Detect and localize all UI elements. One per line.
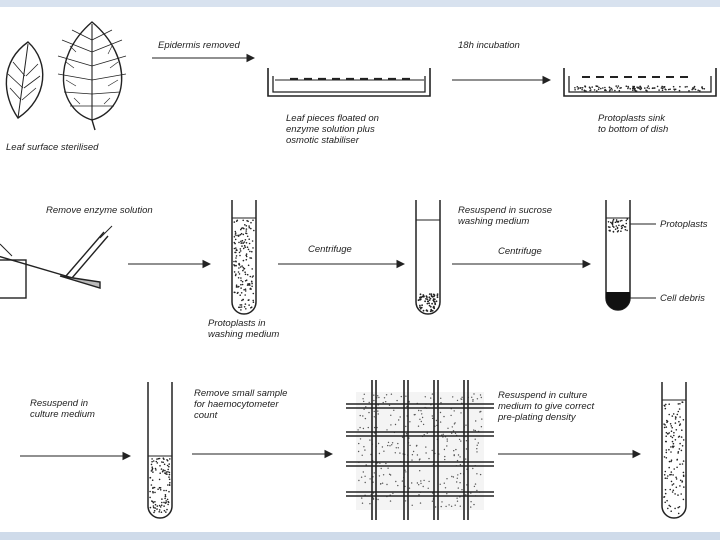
label-incubation: 18h incubation <box>458 40 520 51</box>
small-leaf <box>5 41 44 119</box>
pipette-tilted-dish <box>0 225 113 299</box>
label-centrifuge-1: Centrifuge <box>308 244 352 255</box>
label-resuspend-sucrose-2: washing medium <box>458 216 530 227</box>
label-resuspend-density-1: Resuspend in culture <box>498 390 588 401</box>
label-protoplasts: Protoplasts <box>660 219 708 230</box>
label-protoplasts-sink-1: Protoplasts sink <box>598 113 666 124</box>
label-remove-sample-1: Remove small sample <box>194 388 288 399</box>
tube-culture-medium <box>147 382 173 519</box>
bottom-border-band <box>0 532 720 540</box>
label-epidermis-removed: Epidermis removed <box>158 40 240 51</box>
tube-protoplasts-washing <box>231 200 257 315</box>
haemocytometer-grid <box>346 380 494 520</box>
tube-pre-plating <box>661 382 687 519</box>
sunk-protoplasts-dots <box>574 85 706 92</box>
label-leaf-pieces-3: osmotic stabiliser <box>286 135 359 146</box>
label-leaf-pieces-2: enzyme solution plus <box>286 124 375 135</box>
petri-dish-floating-pieces <box>267 68 431 97</box>
label-protoplasts-sink-2: to bottom of dish <box>598 124 669 135</box>
label-remove-enzyme: Remove enzyme solution <box>46 205 153 216</box>
label-cell-debris: Cell debris <box>660 293 705 304</box>
label-resuspend-culture-2: culture medium <box>30 409 95 420</box>
label-protoplasts-in-2: washing medium <box>208 329 280 340</box>
top-border-band <box>0 0 720 7</box>
tube-pellet <box>415 200 441 315</box>
label-resuspend-density-3: pre-plating density <box>498 412 576 423</box>
label-resuspend-sucrose-1: Resuspend in sucrose <box>458 205 552 216</box>
label-leaf-surface-sterilised: Leaf surface sterilised <box>6 142 99 153</box>
label-protoplasts-in-1: Protoplasts in <box>208 318 266 329</box>
label-resuspend-culture-1: Resuspend in <box>30 398 89 409</box>
label-resuspend-density-2: medium to give correct <box>498 401 595 412</box>
large-leaf <box>57 21 127 131</box>
petri-dish-sunk-protoplasts <box>563 68 717 97</box>
label-remove-sample-2: for haemocytometer <box>194 399 279 410</box>
label-centrifuge-2: Centrifuge <box>498 246 542 257</box>
label-leaf-pieces-1: Leaf pieces floated on <box>286 113 379 124</box>
tube-sucrose-separation <box>605 200 631 311</box>
label-remove-sample-3: count <box>194 410 218 421</box>
